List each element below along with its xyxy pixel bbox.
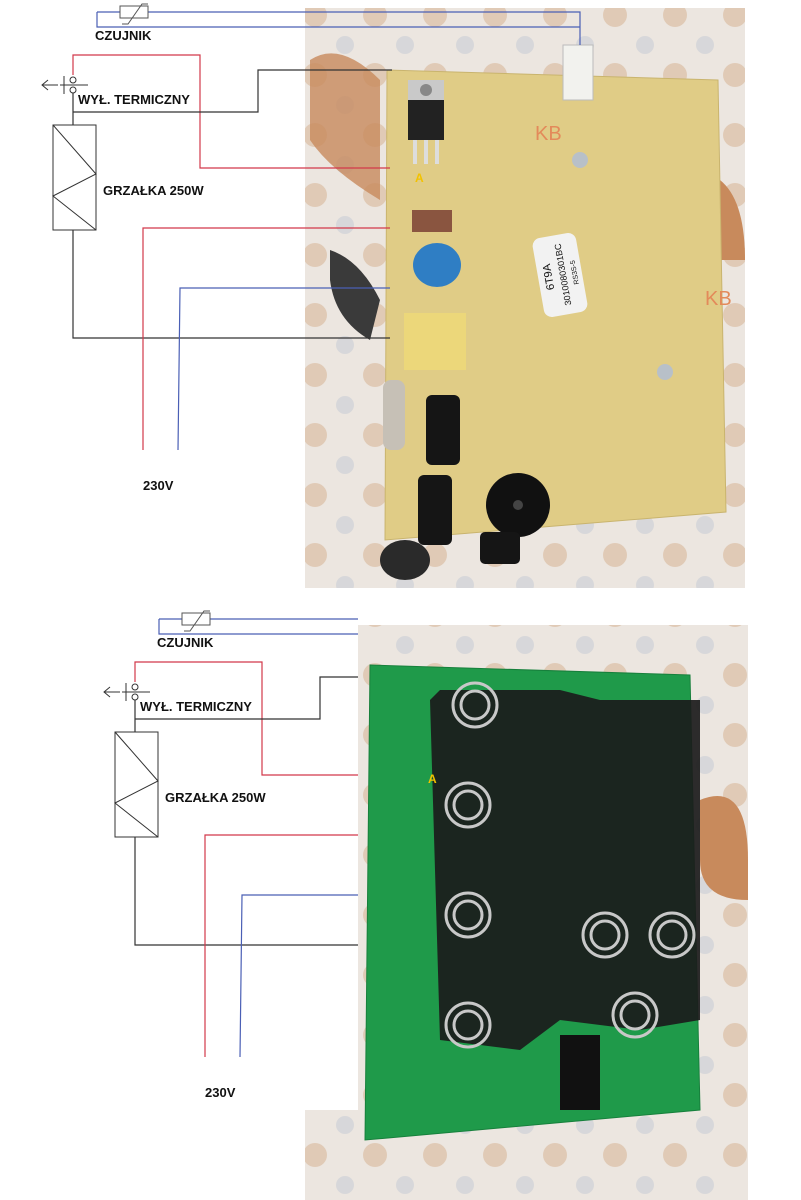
heater-label: GRZAŁKA 250W [103, 183, 204, 198]
black-wire-switch [72, 69, 392, 125]
triac [408, 100, 444, 140]
red-wire-supply [142, 227, 390, 450]
electrolytic-capacitor [426, 395, 460, 465]
sensor-label: CZUJNIK [157, 635, 214, 650]
thermistor-symbol [119, 5, 149, 19]
blue-wire-supply [239, 894, 358, 1058]
resistor [383, 380, 405, 450]
sensor-wire [158, 618, 358, 635]
contact-springs [444, 681, 696, 1049]
screw [572, 152, 588, 168]
thermistor-symbol [181, 612, 211, 626]
heater-label: GRZAŁKA 250W [165, 790, 266, 805]
supply-label: 230V [143, 478, 174, 493]
arrow-icon [41, 79, 58, 91]
switch-label: WYŁ. TERMICZNY [140, 699, 252, 714]
silkscreen-kb: KB [535, 123, 562, 145]
top-photo: A 6T9A 3010080301BC RS3S-5 KB KB [305, 8, 745, 588]
black-wire-switch [134, 676, 358, 732]
supply-label: 230V [205, 1085, 236, 1100]
svg-text:6T9A: 6T9A [541, 262, 557, 291]
switch-label: WYŁ. TERMICZNY [78, 92, 190, 107]
screw [657, 364, 673, 380]
marker-a: A [415, 171, 424, 185]
sensor-wire [96, 11, 581, 45]
wiring-diagram-top: CZUJNIK WYŁ. TERMICZNY GRZAŁKA 250W 230V [41, 3, 581, 493]
blue-wire-supply [177, 287, 390, 451]
silkscreen-kb: KB [705, 288, 732, 310]
thermal-switch-symbol [122, 683, 150, 701]
film-capacitor [412, 210, 452, 232]
red-wire-supply [204, 834, 358, 1057]
red-wire-switch [134, 661, 358, 776]
button-frame [430, 690, 700, 1050]
arrow-icon [103, 686, 120, 698]
black-wire-heater [72, 230, 390, 339]
varistor [413, 243, 461, 287]
board-label-sticker: 6T9A 3010080301BC RS3S-5 [532, 233, 588, 317]
marker-a: A [428, 772, 437, 786]
electrolytic-capacitor-2 [418, 475, 452, 545]
relay [404, 313, 466, 370]
svg-text:RS3S-5: RS3S-5 [570, 260, 581, 285]
red-wire-switch [72, 54, 390, 169]
black-wire-heater [134, 837, 358, 946]
bottom-photo: A [305, 625, 748, 1200]
wiring-diagram-bottom: CZUJNIK WYŁ. TERMICZNY GRZAŁKA 250W 230V [103, 610, 358, 1100]
thermal-switch-symbol [60, 76, 88, 94]
sensor-connector [562, 44, 594, 101]
microcontroller-chip [560, 1035, 600, 1110]
sensor-label: CZUJNIK [95, 28, 152, 43]
inductor [380, 540, 430, 580]
